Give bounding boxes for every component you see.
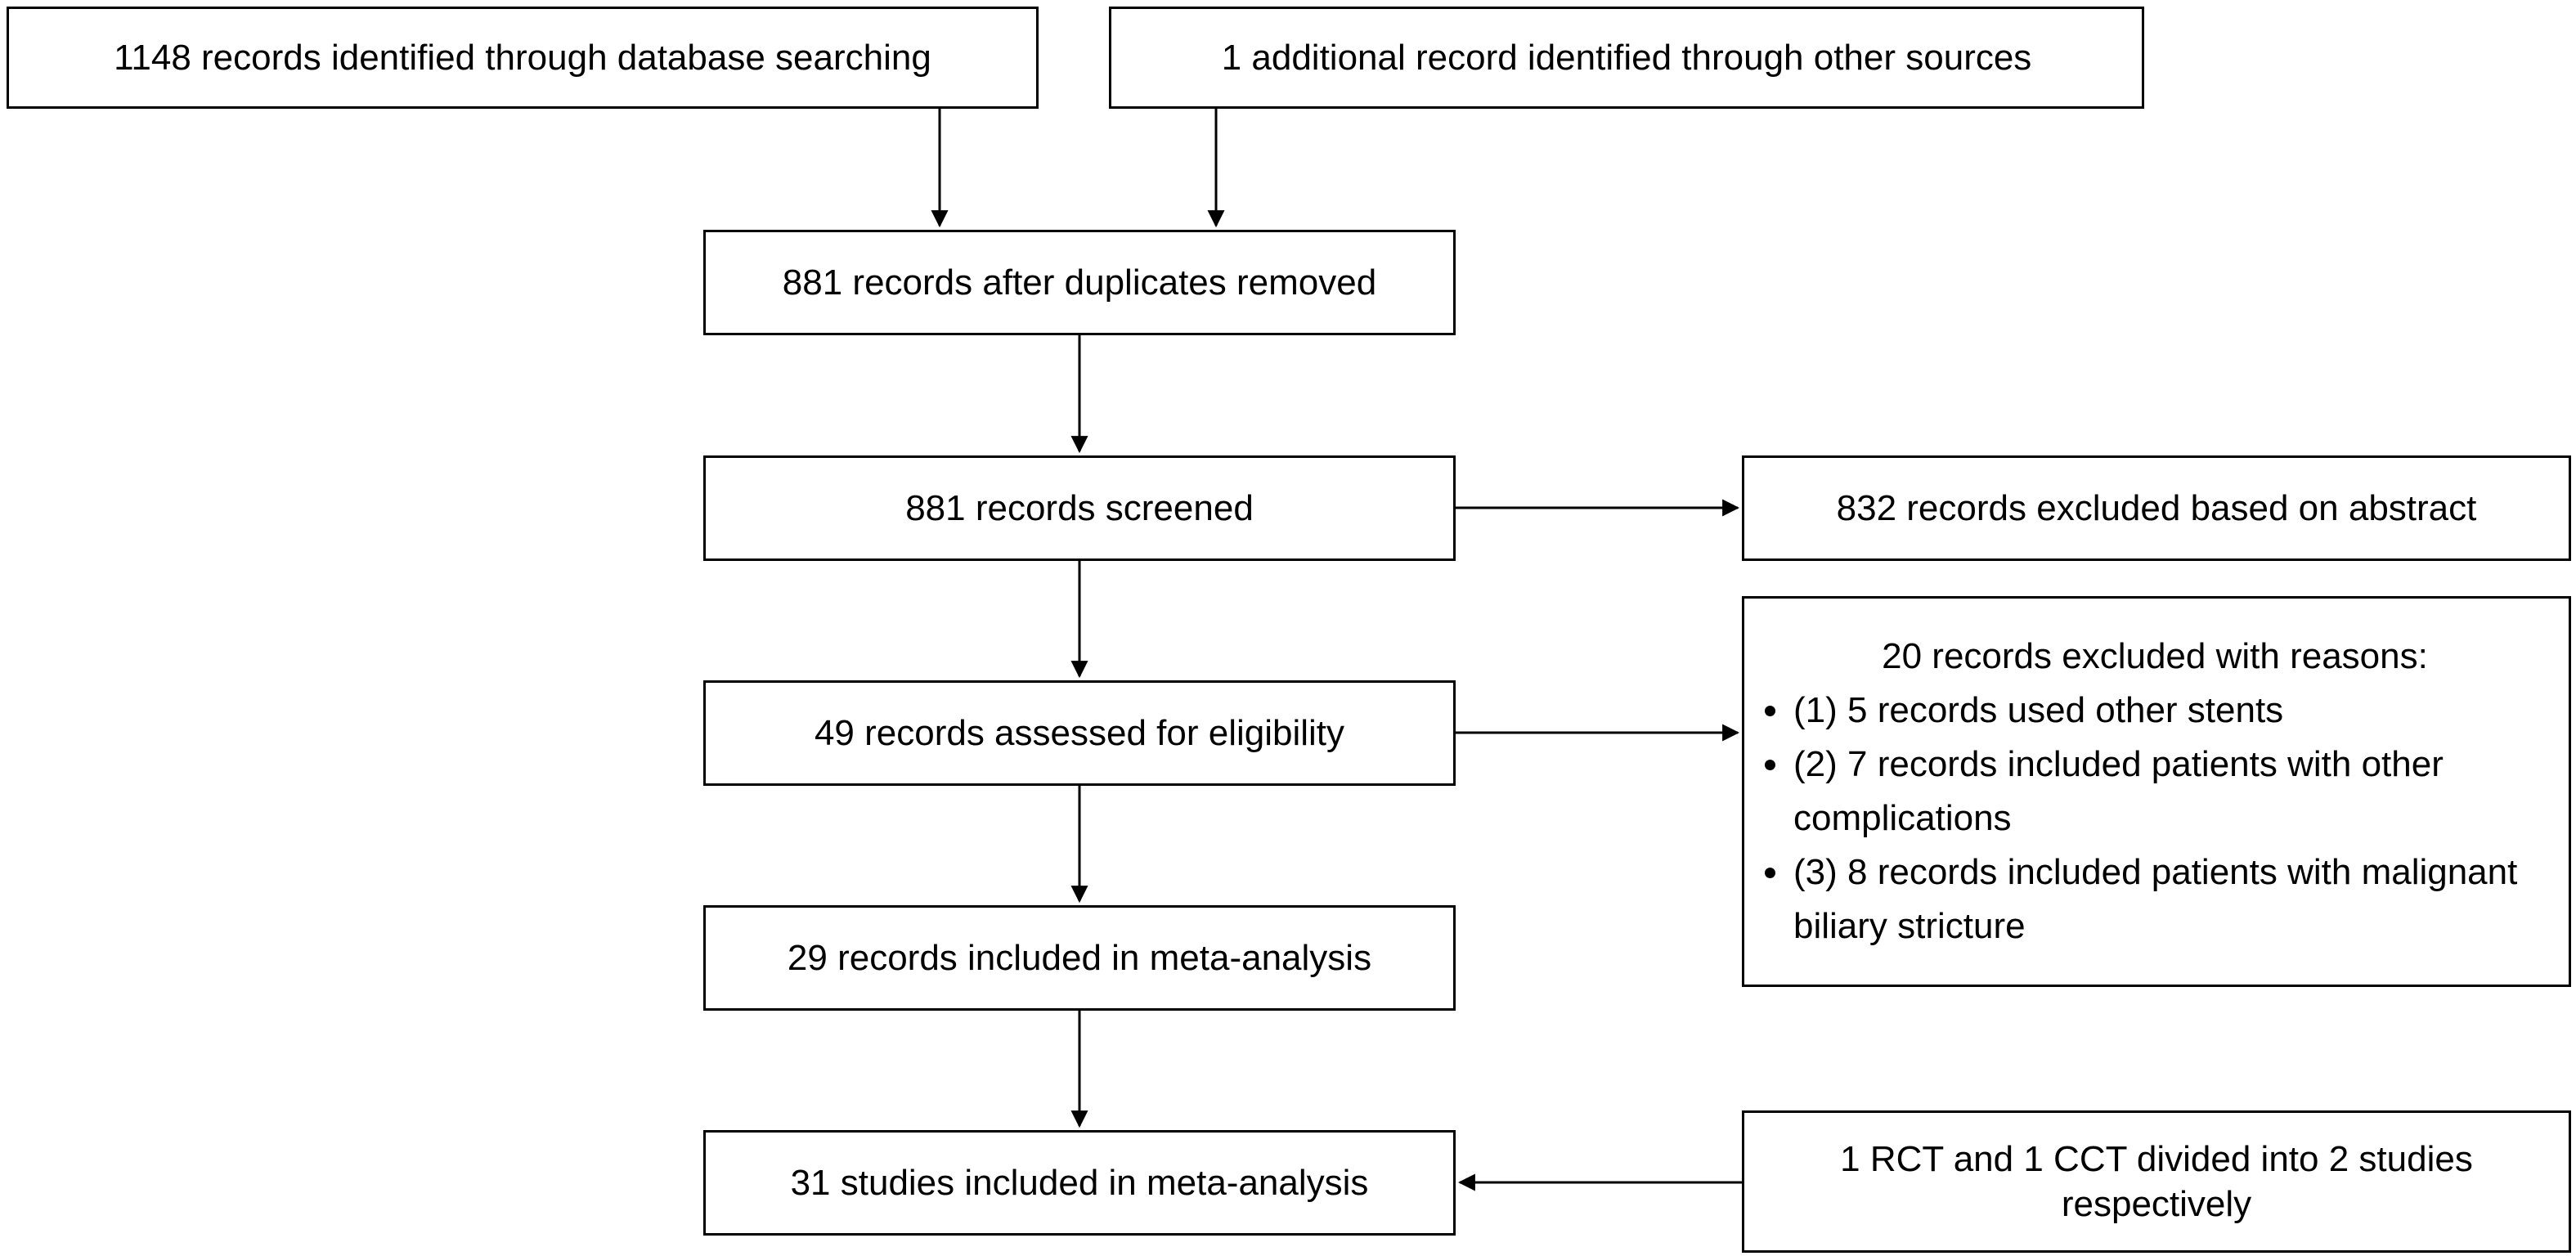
- box-after-duplicates: 881 records after duplicates removed: [703, 230, 1456, 335]
- box-additional-records-label: 1 additional record identified through o…: [1221, 38, 2032, 78]
- box-rct-cct-divided: 1 RCT and 1 CCT divided into 2 studies r…: [1742, 1110, 2571, 1253]
- box-assessed-eligibility-label: 49 records assessed for eligibility: [814, 713, 1345, 753]
- excluded-reason-item-2: (2) 7 records included patients with oth…: [1792, 738, 2546, 846]
- box-records-identified: 1148 records identified through database…: [7, 7, 1039, 109]
- box-records-identified-label: 1148 records identified through database…: [114, 38, 931, 78]
- excluded-reasons-list: (1) 5 records used other stents (2) 7 re…: [1764, 684, 2546, 953]
- excluded-reason-item-3: (3) 8 records included patients with mal…: [1792, 846, 2546, 953]
- box-studies-included: 31 studies included in meta-analysis: [703, 1130, 1456, 1236]
- box-rct-cct-divided-label: 1 RCT and 1 CCT divided into 2 studies r…: [1840, 1139, 2473, 1224]
- excluded-reason-item-1: (1) 5 records used other stents: [1792, 684, 2546, 738]
- box-studies-included-label: 31 studies included in meta-analysis: [790, 1163, 1369, 1203]
- box-excluded-abstract: 832 records excluded based on abstract: [1742, 455, 2571, 561]
- box-assessed-eligibility: 49 records assessed for eligibility: [703, 680, 1456, 786]
- box-records-screened-label: 881 records screened: [905, 488, 1254, 528]
- box-excluded-abstract-label: 832 records excluded based on abstract: [1836, 488, 2477, 528]
- box-after-duplicates-label: 881 records after duplicates removed: [782, 262, 1377, 303]
- box-records-included: 29 records included in meta-analysis: [703, 905, 1456, 1011]
- box-additional-records: 1 additional record identified through o…: [1109, 7, 2144, 109]
- box-records-screened: 881 records screened: [703, 455, 1456, 561]
- box-records-included-label: 29 records included in meta-analysis: [787, 938, 1372, 978]
- box-excluded-with-reasons: 20 records excluded with reasons: (1) 5 …: [1742, 596, 2571, 987]
- excluded-reasons-header: 20 records excluded with reasons:: [1882, 636, 2428, 676]
